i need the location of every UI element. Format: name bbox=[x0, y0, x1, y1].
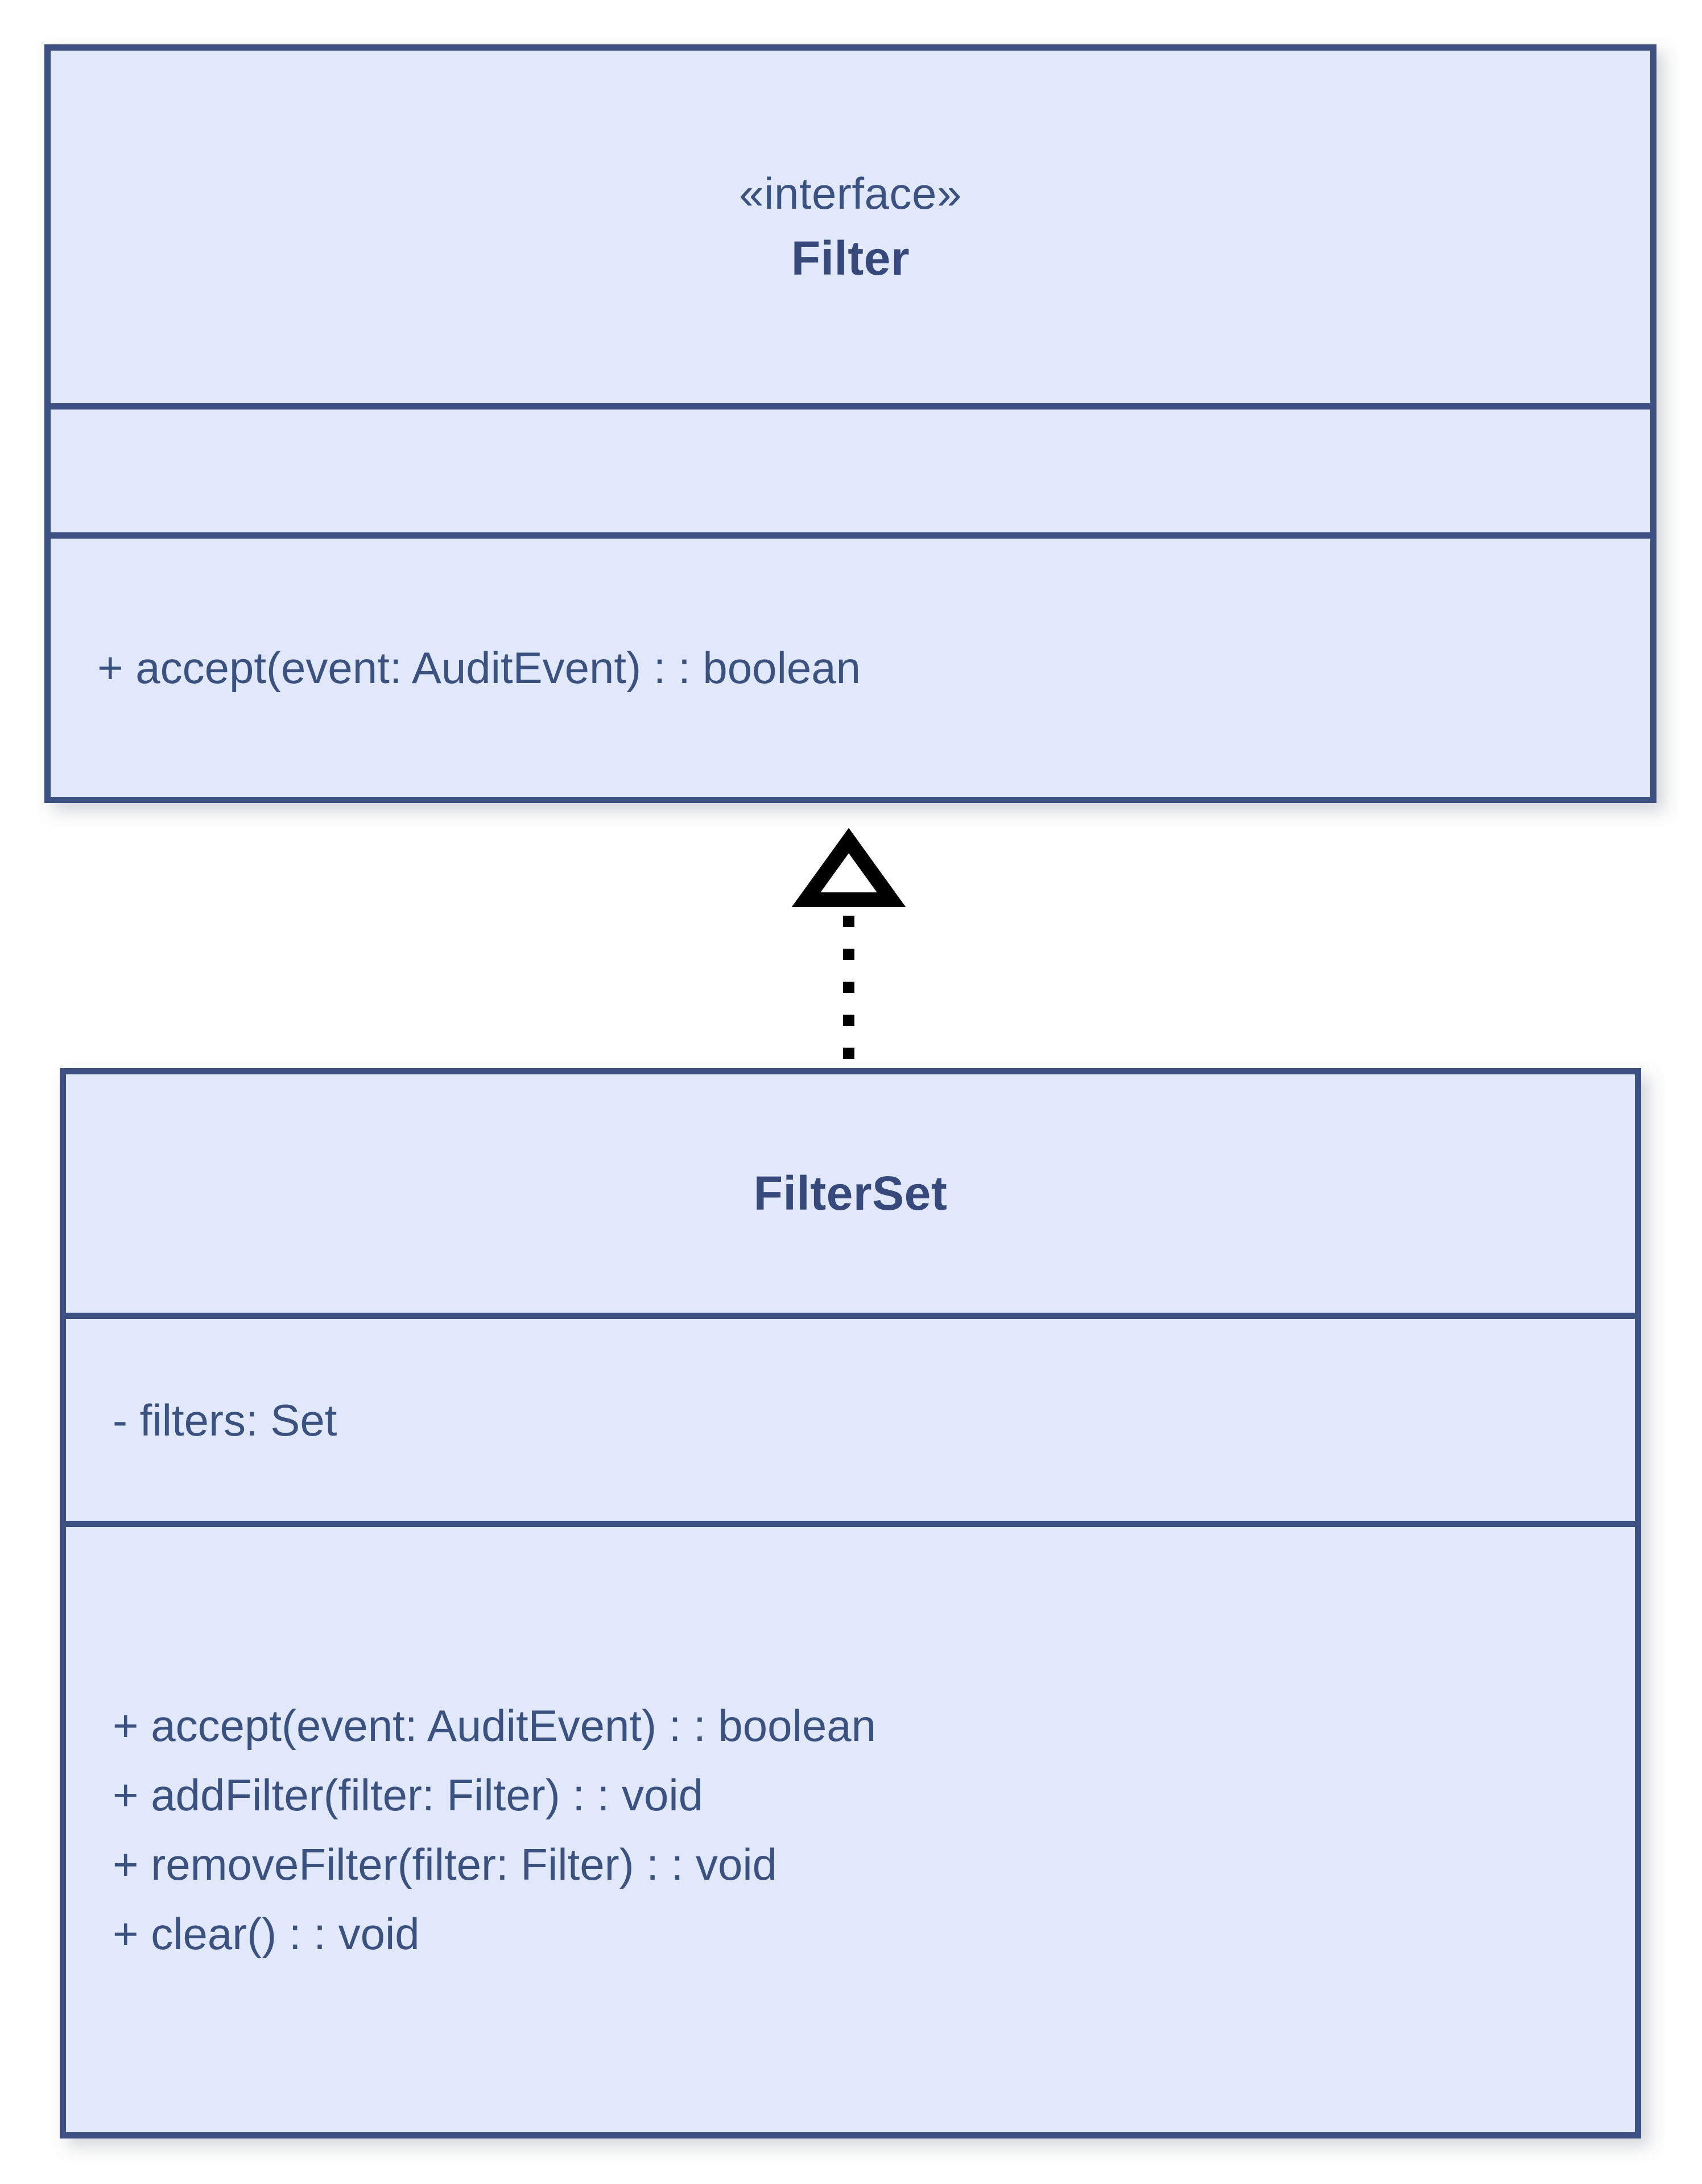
class-filter-methods: + accept(event: AuditEvent) : : boolean bbox=[51, 532, 1650, 797]
class-filterset-method-accept: + accept(event: AuditEvent) : : boolean bbox=[113, 1701, 877, 1751]
class-filterset-header: FilterSet bbox=[66, 1074, 1635, 1313]
class-filter-method-accept: + accept(event: AuditEvent) : : boolean bbox=[97, 643, 861, 693]
class-filter-attributes bbox=[51, 403, 1650, 532]
class-filterset-attribute-filters: - filters: Set bbox=[113, 1395, 337, 1445]
class-filterset-methods: + accept(event: AuditEvent) : : boolean … bbox=[66, 1521, 1635, 2132]
class-filterset-name: FilterSet bbox=[753, 1167, 948, 1221]
class-filter-name: Filter bbox=[791, 231, 910, 285]
class-filter-header: «interface» Filter bbox=[51, 51, 1650, 403]
uml-class-filterset[interactable]: FilterSet - filters: Set + accept(event:… bbox=[60, 1068, 1641, 2138]
class-filterset-method-clear: + clear() : : void bbox=[113, 1909, 420, 1959]
class-filterset-method-removefilter: + removeFilter(filter: Filter) : : void bbox=[113, 1839, 778, 1889]
class-filterset-method-addfilter: + addFilter(filter: Filter) : : void bbox=[113, 1770, 704, 1820]
realization-hollow-triangle-arrowhead bbox=[791, 828, 906, 907]
uml-class-filter[interactable]: «interface» Filter + accept(event: Audit… bbox=[44, 44, 1656, 803]
class-filter-stereotype: «interface» bbox=[739, 168, 962, 219]
class-filterset-attributes: - filters: Set bbox=[66, 1313, 1635, 1521]
